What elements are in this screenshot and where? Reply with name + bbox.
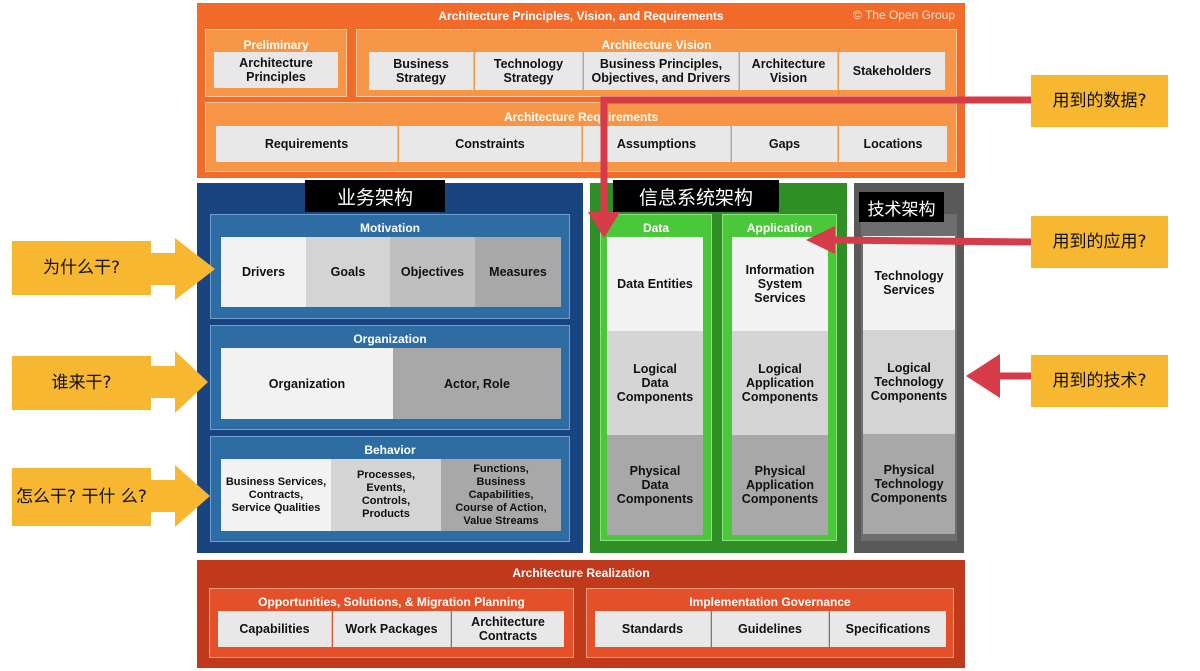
technology-architecture-panel: Technology Services Logical Technology C…: [854, 183, 964, 553]
principles-vision-requirements-panel: Architecture Principles, Vision, and Req…: [197, 3, 965, 178]
objectives-cell: Objectives: [390, 237, 475, 307]
preliminary-box: Preliminary Architecture Principles: [205, 29, 347, 97]
opportunities-box: Opportunities, Solutions, & Migration Pl…: [209, 588, 574, 658]
who-callout: 谁来干?: [12, 356, 151, 410]
work-packages-cell: Work Packages: [333, 611, 451, 647]
actor-role-cell: Actor, Role: [393, 348, 561, 419]
technology-services-cell: Technology Services: [863, 236, 955, 330]
motivation-title: Motivation: [360, 221, 420, 235]
capabilities-cell: Capabilities: [218, 611, 332, 647]
functions-capabilities-cell: Functions, Business Capabilities, Course…: [441, 459, 561, 531]
technology-strategy-cell: Technology Strategy: [475, 52, 583, 90]
organization-box: Organization Organization Actor, Role: [210, 325, 570, 430]
how-arrow-icon: [150, 465, 210, 527]
goals-cell: Goals: [306, 237, 390, 307]
technology-inner-box: Technology Services Logical Technology C…: [861, 214, 957, 541]
application-callout: 用到的应用?: [1031, 216, 1168, 268]
logical-technology-components-cell: Logical Technology Components: [863, 330, 955, 434]
implementation-governance-box: Implementation Governance Standards Guid…: [586, 588, 954, 658]
constraints-cell: Constraints: [399, 126, 582, 162]
opportunities-title: Opportunities, Solutions, & Migration Pl…: [258, 595, 525, 609]
stakeholders-cell: Stakeholders: [839, 52, 945, 90]
processes-events-cell: Processes, Events, Controls, Products: [331, 459, 441, 531]
preliminary-title: Preliminary: [243, 38, 309, 52]
data-entities-cell: Data Entities: [607, 237, 703, 331]
technology-arrowhead-icon: [966, 354, 1000, 398]
gaps-cell: Gaps: [732, 126, 838, 162]
architecture-realization-title: Architecture Realization: [512, 566, 650, 580]
organization-cell: Organization: [221, 348, 393, 419]
architecture-requirements-box: Architecture Requirements Requirements C…: [205, 102, 957, 172]
behavior-title: Behavior: [364, 443, 416, 457]
physical-data-components-cell: Physical Data Components: [607, 435, 703, 535]
business-principles-cell: Business Principles, Objectives, and Dri…: [584, 52, 739, 90]
business-services-cell: Business Services, Contracts, Service Qu…: [221, 459, 331, 531]
left-arrows-layer: [150, 238, 215, 527]
architecture-principles-cell: Architecture Principles: [214, 52, 338, 88]
information-systems-label: 信息系统架构: [613, 180, 779, 212]
architecture-vision-title: Architecture Vision: [601, 38, 712, 52]
requirements-cell: Requirements: [216, 126, 398, 162]
technology-callout: 用到的技术?: [1031, 355, 1168, 407]
business-strategy-cell: Business Strategy: [369, 52, 474, 90]
why-arrow-icon: [150, 238, 215, 300]
architecture-contracts-cell: Architecture Contracts: [452, 611, 564, 647]
measures-cell: Measures: [475, 237, 561, 307]
architecture-vision-box: Architecture Vision Business Strategy Te…: [356, 29, 957, 97]
who-arrow-icon: [150, 351, 208, 413]
data-callout: 用到的数据?: [1031, 75, 1168, 127]
logical-data-components-cell: Logical Data Components: [607, 331, 703, 435]
logical-application-components-cell: Logical Application Components: [732, 331, 828, 435]
locations-cell: Locations: [839, 126, 947, 162]
data-box: Data Data Entities Logical Data Componen…: [600, 214, 712, 541]
organization-title: Organization: [353, 332, 427, 346]
copyright-text: © The Open Group: [852, 8, 955, 22]
physical-technology-components-cell: Physical Technology Components: [863, 434, 955, 534]
business-architecture-label: 业务架构: [305, 180, 445, 212]
motivation-box: Motivation Drivers Goals Objectives Meas…: [210, 214, 570, 319]
assumptions-cell: Assumptions: [583, 126, 731, 162]
standards-cell: Standards: [595, 611, 711, 647]
information-systems-panel: Data Data Entities Logical Data Componen…: [590, 183, 847, 553]
why-callout: 为什么干?: [12, 241, 151, 295]
information-system-services-cell: Information System Services: [732, 237, 828, 331]
implementation-governance-title: Implementation Governance: [689, 595, 851, 609]
behavior-box: Behavior Business Services, Contracts, S…: [210, 436, 570, 542]
technology-architecture-label: 技术架构: [859, 192, 944, 222]
principles-panel-title: Architecture Principles, Vision, and Req…: [438, 9, 724, 23]
guidelines-cell: Guidelines: [712, 611, 829, 647]
architecture-requirements-title: Architecture Requirements: [503, 110, 659, 124]
how-callout: 怎么干? 干什 么?: [12, 468, 151, 526]
physical-application-components-cell: Physical Application Components: [732, 435, 828, 535]
data-title: Data: [642, 221, 669, 235]
architecture-realization-panel: Architecture Realization Opportunities, …: [197, 560, 965, 668]
business-architecture-panel: Motivation Drivers Goals Objectives Meas…: [197, 183, 583, 553]
application-title: Application: [746, 221, 813, 235]
drivers-cell: Drivers: [221, 237, 306, 307]
architecture-vision-cell: Architecture Vision: [740, 52, 838, 90]
application-box: Application Information System Services …: [722, 214, 837, 541]
specifications-cell: Specifications: [830, 611, 946, 647]
